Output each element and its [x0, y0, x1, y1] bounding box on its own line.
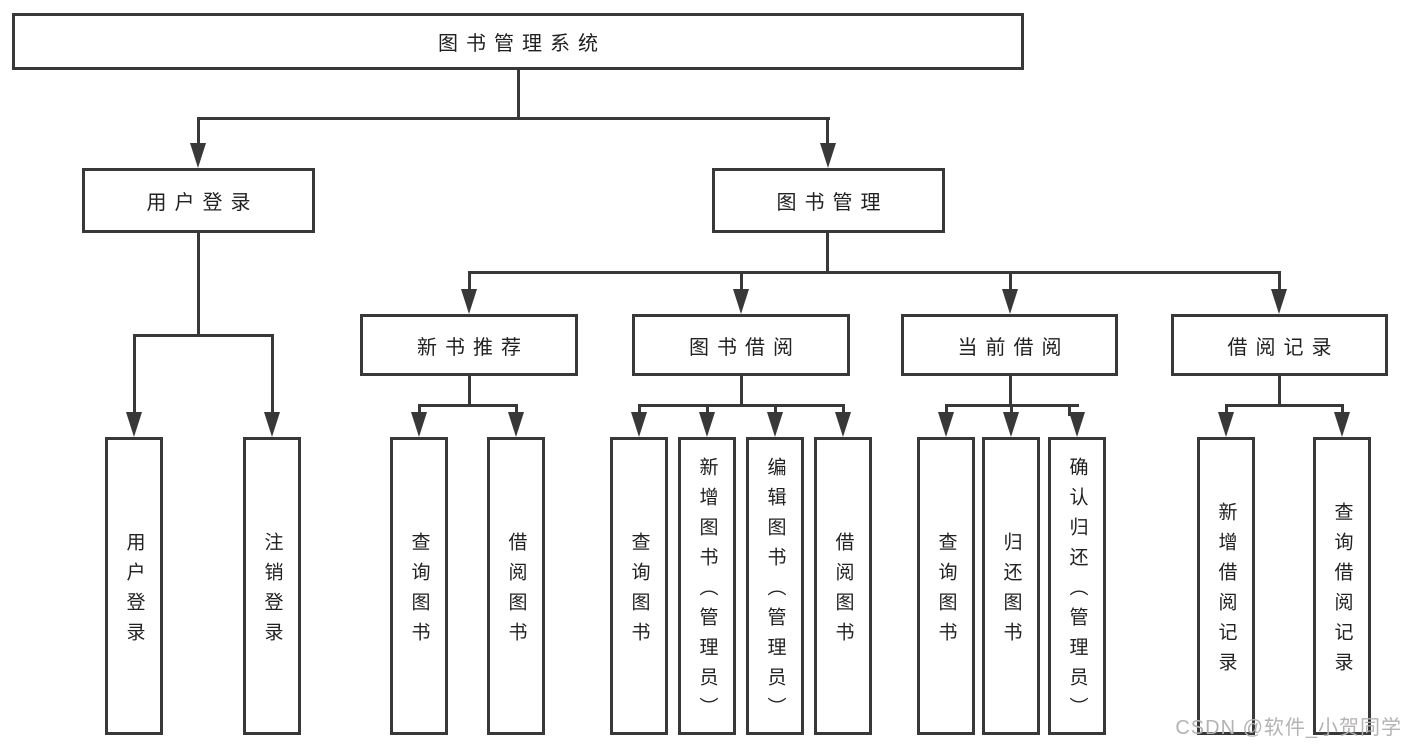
arrowhead-leaf-icon: [631, 412, 647, 437]
connector-recommend-trunk: [468, 376, 471, 407]
leaf-add-borrow-record-label: 新增借阅记录: [1215, 501, 1237, 682]
arrowhead-book-management-icon: [820, 143, 836, 168]
connector-stem-leaf-logout: [271, 334, 274, 414]
connector-stem: [418, 404, 421, 416]
arrowhead-leaf-icon: [938, 412, 954, 437]
connector-branch-borrowing: [638, 404, 845, 407]
arrowhead-current-icon: [1002, 289, 1018, 314]
node-current-borrowing-label: 当前借阅: [957, 336, 1070, 359]
arrowhead-leaf-icon: [1003, 412, 1019, 437]
connector-branch-records: [1225, 404, 1344, 407]
leaf-edit-book-admin-label: 编辑图书（管理员）: [764, 456, 786, 727]
connector-branch-user-login: [133, 334, 274, 337]
connector-branch-level2: [197, 117, 830, 120]
arrowhead-user-login-icon: [190, 143, 206, 168]
connector-stem: [842, 404, 845, 416]
node-borrowing-records-label: 借阅记录: [1227, 336, 1340, 359]
connector-stem: [1225, 404, 1228, 416]
connector-stem: [774, 404, 777, 416]
node-book-management: 图书管理: [712, 168, 945, 233]
arrowhead-leaf-icon: [1218, 412, 1234, 437]
connector-stem-current: [1009, 271, 1012, 291]
connector-records-trunk: [1278, 376, 1281, 407]
node-new-book-recommend: 新书推荐: [360, 314, 578, 376]
connector-stem: [1010, 404, 1013, 416]
arrowhead-leaf-icon: [835, 412, 851, 437]
arrowhead-leaf-icon: [411, 412, 427, 437]
leaf-add-book-admin-label: 新增图书（管理员）: [696, 456, 718, 727]
arrowhead-leaf-icon: [508, 412, 524, 437]
leaf-borrow-books-recommend-label: 借阅图书: [505, 531, 527, 652]
connector-branch-level3: [468, 271, 1281, 274]
node-book-management-label: 图书管理: [776, 192, 889, 214]
node-book-borrowing-label: 图书借阅: [689, 336, 801, 359]
connector-stem-user-login: [197, 117, 200, 145]
connector-current-trunk: [1009, 376, 1012, 407]
arrowhead-leaf-icon: [1069, 412, 1085, 437]
connector-book-management-trunk: [826, 233, 829, 274]
leaf-add-book-admin: 新增图书（管理员）: [678, 437, 736, 735]
connector-user-login-trunk: [197, 233, 200, 336]
leaf-borrow-books-borrowing-label: 借阅图书: [832, 531, 854, 652]
leaf-add-borrow-record: 新增借阅记录: [1197, 437, 1255, 735]
connector-borrowing-trunk: [740, 376, 743, 407]
arrowhead-borrowing-icon: [733, 289, 749, 314]
leaf-query-books-current: 查询图书: [917, 437, 975, 735]
leaf-user-login-label: 用户登录: [123, 531, 145, 652]
leaf-user-login: 用户登录: [105, 437, 163, 735]
leaf-query-borrow-record: 查询借阅记录: [1313, 437, 1371, 735]
arrowhead-records-icon: [1271, 289, 1287, 314]
node-user-login-label: 用户登录: [146, 192, 259, 214]
leaf-logout-label: 注销登录: [261, 531, 283, 652]
leaf-query-books-borrowing: 查询图书: [610, 437, 668, 735]
connector-root-trunk: [517, 69, 520, 118]
node-root-label: 图书管理系统: [438, 33, 606, 55]
csdn-watermark: CSDN @软件_小贺同学: [1175, 717, 1402, 739]
leaf-borrow-books-borrowing: 借阅图书: [814, 437, 872, 735]
arrowhead-leaf-logout-icon: [264, 412, 280, 437]
leaf-edit-book-admin: 编辑图书（管理员）: [746, 437, 804, 735]
arrowhead-leaf-icon: [699, 412, 715, 437]
leaf-return-book-label: 归还图书: [1000, 531, 1022, 652]
connector-stem-borrowing: [740, 271, 743, 291]
leaf-borrow-books-recommend: 借阅图书: [487, 437, 545, 735]
node-root: 图书管理系统: [12, 13, 1024, 70]
arrowhead-leaf-icon: [1334, 412, 1350, 437]
connector-stem: [945, 404, 948, 416]
leaf-return-book: 归还图书: [982, 437, 1040, 735]
node-user-login: 用户登录: [82, 168, 315, 233]
node-book-borrowing: 图书借阅: [632, 314, 850, 376]
leaf-query-borrow-record-label: 查询借阅记录: [1331, 501, 1353, 682]
node-borrowing-records: 借阅记录: [1171, 314, 1388, 376]
connector-stem: [515, 404, 518, 416]
connector-stem: [1068, 404, 1071, 416]
arrowhead-recommend-icon: [461, 289, 477, 314]
leaf-confirm-return-admin: 确认归还（管理员）: [1048, 437, 1106, 735]
leaf-query-books-current-label: 查询图书: [935, 531, 957, 652]
arrowhead-leaf-user-login-icon: [126, 412, 142, 437]
node-current-borrowing: 当前借阅: [901, 314, 1118, 376]
leaf-query-books-recommend-label: 查询图书: [408, 531, 430, 652]
connector-stem: [706, 404, 709, 416]
connector-stem: [638, 404, 641, 416]
arrowhead-leaf-icon: [767, 412, 783, 437]
connector-stem: [1341, 404, 1344, 416]
node-new-book-recommend-label: 新书推荐: [417, 336, 529, 359]
leaf-logout: 注销登录: [243, 437, 301, 735]
connector-stem-records: [1278, 271, 1281, 291]
leaf-query-books-borrowing-label: 查询图书: [628, 531, 650, 652]
connector-stem-book-management: [826, 117, 829, 145]
leaf-query-books-recommend: 查询图书: [390, 437, 448, 735]
connector-branch-recommend: [418, 404, 518, 407]
connector-stem-leaf-user-login: [133, 334, 136, 414]
leaf-confirm-return-admin-label: 确认归还（管理员）: [1066, 456, 1088, 727]
connector-stem-recommend: [468, 271, 471, 291]
